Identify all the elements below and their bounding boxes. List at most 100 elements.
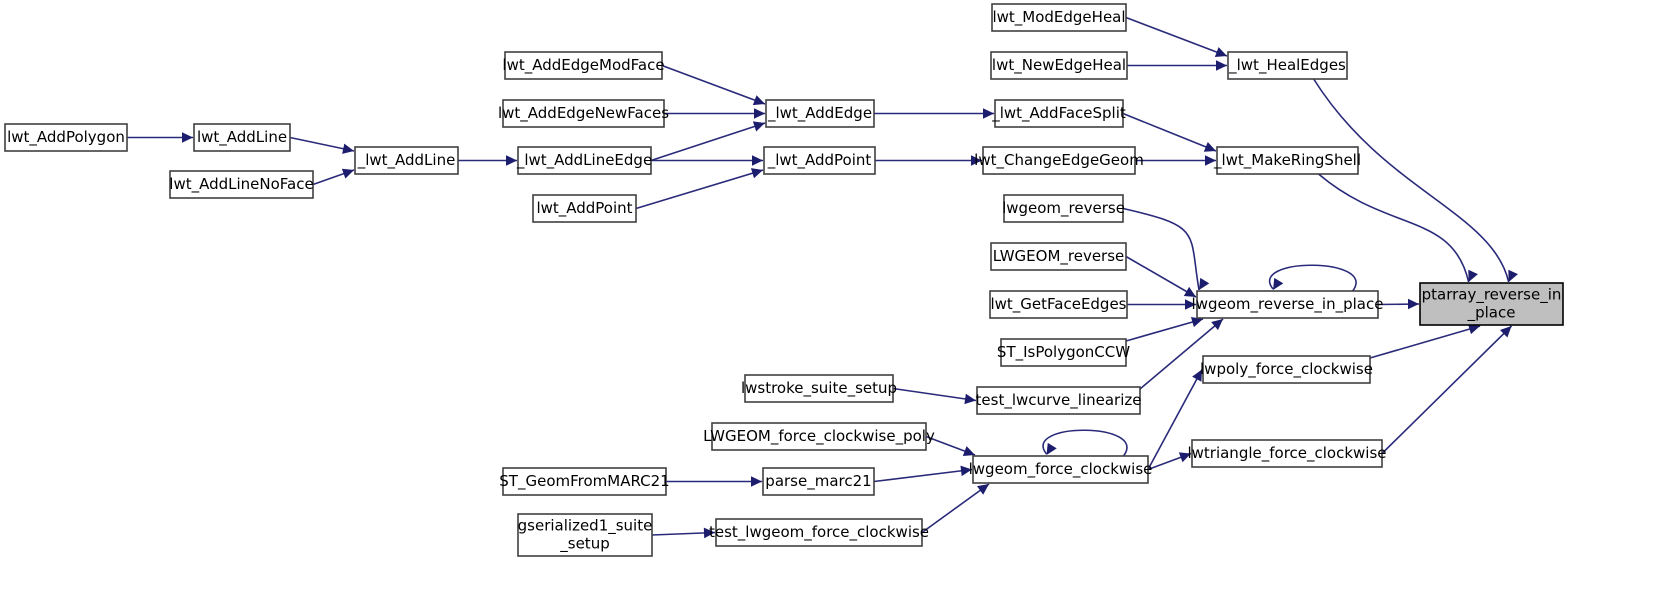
graph-node-lwtriangle_force_clockwise[interactable]: lwtriangle_force_clockwise: [1187, 439, 1387, 468]
edge-_lwt_HealEdges-to-ptarray_reverse_in_place: [1313, 78, 1518, 283]
edge-lwt_AddEdgeModFace-to-_lwt_AddEdge: [661, 64, 766, 106]
edge-line: [1318, 173, 1470, 283]
node-box: [517, 513, 653, 557]
node-label: LWGEOM_reverse: [993, 247, 1125, 266]
edge-arrowhead: [341, 168, 354, 179]
graph-node-lwt_NewEdgeHeal[interactable]: lwt_NewEdgeHeal: [990, 51, 1128, 80]
node-label: _lwt_AddEdge: [767, 104, 872, 123]
node-box: [1202, 355, 1371, 384]
edge-line: [1122, 207, 1200, 291]
edge-line: [635, 169, 764, 210]
edge-arrowhead: [1190, 316, 1203, 328]
node-label: _lwt_HealEdges: [1228, 56, 1346, 75]
edge-line: [661, 64, 766, 105]
node-box: [532, 194, 637, 223]
node-label: lwt_ChangeEdgeGeom: [974, 151, 1144, 170]
graph-node-ST_IsPolygonCCW[interactable]: ST_IsPolygonCCW: [997, 338, 1130, 367]
graph-node-lwstroke_suite_setup[interactable]: lwstroke_suite_setup: [741, 374, 897, 403]
graph-node-_lwt_AddEdge[interactable]: _lwt_AddEdge: [765, 99, 875, 128]
graph-node-gserialized1_suite_setup[interactable]: gserialized1_suite_setup: [517, 513, 653, 557]
graph-node-_lwt_MakeRingShell[interactable]: _lwt_MakeRingShell: [1213, 146, 1361, 175]
edge-lwt_AddLineNoFace-to-_lwt_AddLine: [312, 168, 355, 186]
graph-node-_lwt_HealEdges[interactable]: _lwt_HealEdges: [1227, 51, 1348, 80]
graph-node-lwt_GetFaceEdges[interactable]: lwt_GetFaceEdges: [989, 290, 1128, 319]
edge-parse_marc21-to-lwgeom_force_clockwise: [873, 465, 973, 483]
edge-lwt_GetFaceEdges-to-lwgeom_reverse_in_place: [1127, 299, 1196, 310]
edge-arrowhead: [960, 465, 972, 477]
edge-arrowhead: [962, 446, 975, 457]
node-label: lwt_AddLine: [197, 128, 287, 147]
node-label: lwgeom_force_clockwise: [969, 460, 1153, 479]
graph-node-lwt_ModEdgeHeal[interactable]: lwt_ModEdgeHeal: [991, 3, 1127, 32]
node-layer: lwt_AddPolygon lwt_AddLine lwt_AddLineNoFa…: [4, 3, 1564, 557]
edge-arrowhead: [1203, 141, 1216, 152]
graph-node-lwt_AddEdgeModFace[interactable]: lwt_AddEdgeModFace: [502, 51, 665, 80]
edge-lwt_AddEdgeNewFaces-to-_lwt_AddEdge: [664, 108, 765, 119]
edge-lwt_AddPoint-to-_lwt_AddPoint: [635, 168, 764, 210]
node-box: [193, 123, 291, 152]
node-label: test_lwgeom_force_clockwise: [709, 523, 929, 542]
graph-node-ptarray_reverse_in_place[interactable]: ptarray_reverse_in_place: [1419, 282, 1564, 326]
edge-arrowhead: [1211, 319, 1223, 331]
node-box: [1216, 146, 1359, 175]
node-box: [991, 3, 1127, 32]
node-box: [990, 51, 1128, 80]
edge-_lwt_MakeRingShell-to-ptarray_reverse_in_place: [1318, 173, 1478, 283]
graph-node-lwt_ChangeEdgeGeom[interactable]: lwt_ChangeEdgeGeom: [974, 146, 1144, 175]
graph-node-lwgeom_force_clockwise[interactable]: lwgeom_force_clockwise: [969, 455, 1153, 484]
edge-line: [921, 483, 990, 534]
edge-line: [1313, 78, 1510, 283]
graph-node-lwgeom_reverse[interactable]: lwgeom_reverse: [1002, 194, 1125, 223]
node-label: _lwt_AddLineEdge: [516, 151, 652, 170]
graph-node-_lwt_AddLineEdge[interactable]: _lwt_AddLineEdge: [516, 146, 652, 175]
edge-lwstroke_suite_setup-to-test_lwcurve_linearize: [892, 387, 977, 405]
edge-arrowhead: [1508, 269, 1518, 282]
edge-lwtriangle_force_clockwise-to-ptarray_reverse_in_place: [1381, 325, 1513, 455]
edge-lwt_AddLine-to-_lwt_AddLine: [289, 136, 355, 154]
node-label: lwtriangle_force_clockwise: [1187, 444, 1386, 463]
graph-node-lwpoly_force_clockwise[interactable]: lwpoly_force_clockwise: [1200, 355, 1373, 384]
graph-node-lwt_AddPolygon[interactable]: lwt_AddPolygon: [4, 123, 128, 152]
graph-node-lwt_AddLine[interactable]: lwt_AddLine: [193, 123, 291, 152]
node-box: [169, 170, 314, 199]
node-label: ST_IsPolygonCCW: [997, 343, 1130, 362]
edge-arrowhead: [1408, 298, 1419, 310]
edge-gserialized1_suite_setup-to-test_lwgeom_force_clockwise: [651, 527, 716, 539]
edge-test_lwgeom_force_clockwise-to-lwgeom_force_clockwise: [921, 483, 990, 534]
edge-line: [1381, 325, 1513, 455]
edge-line: [1269, 264, 1357, 292]
node-label: _setup: [559, 535, 609, 554]
node-box: [763, 146, 876, 175]
edge-arrowhead: [976, 484, 989, 495]
graph-node-LWGEOM_force_clockwise_poly[interactable]: LWGEOM_force_clockwise_poly: [703, 422, 935, 451]
edge-_lwt_AddLineEdge-to-_lwt_AddEdge: [650, 121, 766, 162]
graph-node-lwt_AddPoint[interactable]: lwt_AddPoint: [532, 194, 637, 223]
edge-LWGEOM_reverse-to-lwgeom_reverse_in_place: [1125, 255, 1197, 298]
edge-lwgeom_reverse-to-lwgeom_reverse_in_place: [1122, 207, 1210, 291]
graph-node-_lwt_AddPoint[interactable]: _lwt_AddPoint: [763, 146, 876, 175]
edge-arrowhead: [971, 155, 982, 166]
graph-node-ST_GeomFromMARC21[interactable]: ST_GeomFromMARC21: [499, 467, 670, 496]
edge-arrowhead: [1214, 47, 1227, 58]
node-box: [982, 146, 1136, 175]
node-box: [762, 467, 875, 496]
edge-arrowhead: [1273, 277, 1284, 290]
graph-node-test_lwgeom_force_clockwise[interactable]: test_lwgeom_force_clockwise: [709, 518, 929, 547]
edge-_lwt_AddPoint-to-lwt_ChangeEdgeGeom: [875, 155, 982, 166]
graph-node-lwgeom_reverse_in_place[interactable]: lwgeom_reverse_in_place: [1192, 290, 1384, 319]
graph-node-LWGEOM_reverse[interactable]: LWGEOM_reverse: [990, 242, 1127, 271]
graph-node-_lwt_AddLine[interactable]: _lwt_AddLine: [354, 146, 459, 175]
graph-node-lwt_AddLineNoFace[interactable]: lwt_AddLineNoFace: [169, 170, 314, 199]
graph-node-test_lwcurve_linearize[interactable]: test_lwcurve_linearize: [976, 386, 1142, 415]
graph-node-parse_marc21[interactable]: parse_marc21: [762, 467, 875, 496]
node-label: lwgeom_reverse_in_place: [1192, 295, 1384, 314]
node-box: [502, 99, 665, 128]
edge-arrowhead: [751, 476, 762, 487]
graph-node-lwt_AddEdgeNewFaces[interactable]: lwt_AddEdgeNewFaces: [498, 99, 669, 128]
node-box: [711, 422, 927, 451]
graph-node-_lwt_AddFaceSplit[interactable]: _lwt_AddFaceSplit: [991, 99, 1126, 128]
edge-arrowhead: [750, 168, 763, 179]
edge-arrowhead: [752, 95, 765, 106]
node-box: [1227, 51, 1348, 80]
